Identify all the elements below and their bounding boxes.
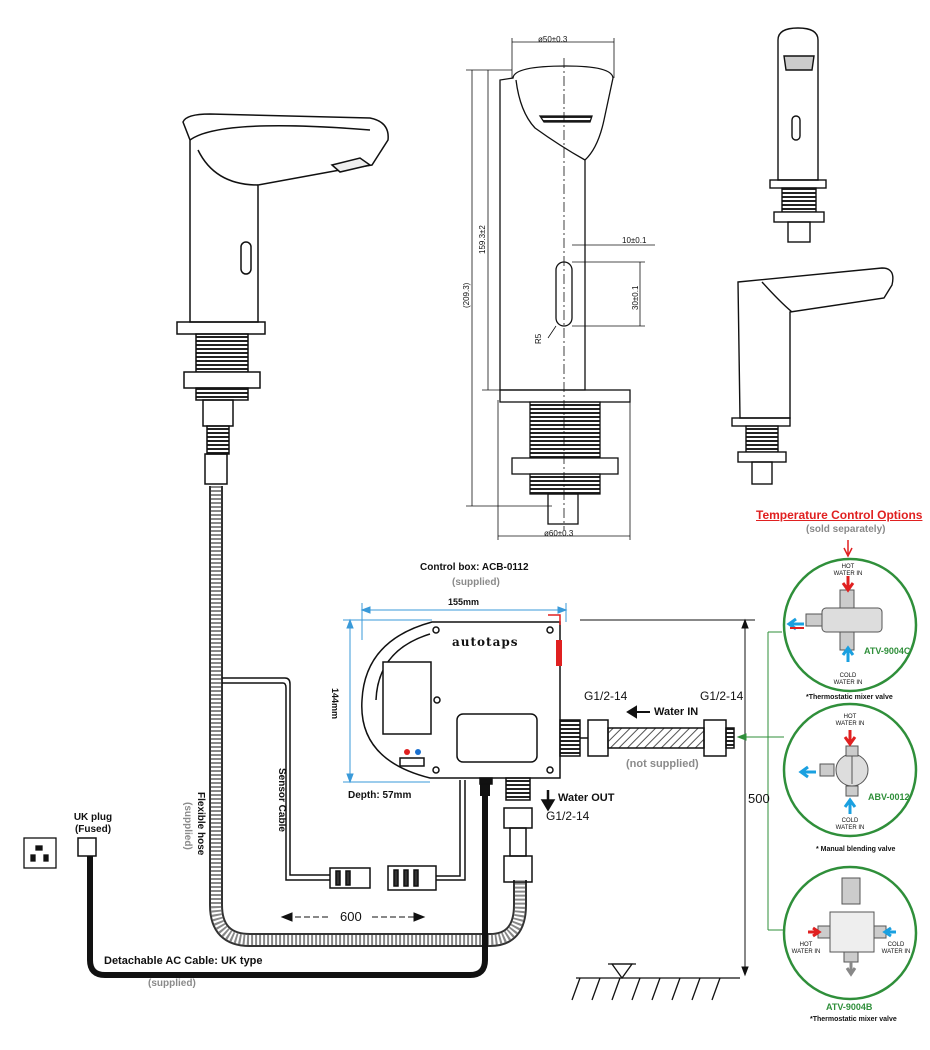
thread-label-left: G1/2-14 <box>584 689 628 703</box>
ac-cable <box>77 784 490 978</box>
water-out-connector <box>503 790 556 883</box>
tap-side-view <box>731 267 894 485</box>
atv9004b-cold-sub: WATER IN <box>881 949 911 955</box>
brand-logo-text: autotaps <box>452 635 519 649</box>
flexible-hose-label: Flexible hose <box>195 792 206 856</box>
sensor-width-label: 10±0.1 <box>622 236 647 245</box>
uk-plug-fused-label: (Fused) <box>74 824 112 835</box>
top-diameter-label: ø50±0.3 <box>538 35 568 44</box>
not-supplied-label: (not supplied) <box>626 758 699 770</box>
sensor-cable-label: Sensor Cable <box>276 768 287 832</box>
temperature-options-subtitle: (sold separately) <box>806 524 886 535</box>
control-box-dimensions <box>343 603 568 784</box>
tap-technical-drawing <box>466 38 655 540</box>
abv0012-hot-sub: WATER IN <box>835 721 865 727</box>
ac-cable-supplied: (supplied) <box>148 978 196 989</box>
uk-plug-label: UK plug <box>73 812 113 823</box>
abv0012-caption: * Manual blending valve <box>816 846 896 853</box>
title-arrow <box>843 540 853 558</box>
sensor-cable <box>222 677 466 891</box>
height-500-label: 500 <box>748 791 770 806</box>
water-in-label: Water IN <box>654 706 699 718</box>
total-height-label: (209.3) <box>462 282 471 308</box>
thread-label-bottom: G1/2-14 <box>546 809 590 823</box>
atv9004b-model: ATV-9004B <box>826 1002 873 1012</box>
option-circle-abv-0012 <box>782 702 918 838</box>
control-box-height: 144mm <box>330 688 340 720</box>
atv9004c-hot-sub: WATER IN <box>833 571 863 577</box>
abv0012-model: ABV-0012 <box>868 792 910 802</box>
control-box-supplied: (supplied) <box>452 577 500 588</box>
temperature-options-title: Temperature Control Options <box>756 508 923 522</box>
ac-cable-label: Detachable AC Cable: UK type <box>104 955 263 967</box>
abv0012-cold: COLD <box>841 818 859 824</box>
flexible-hose-supplied: (supplied) <box>182 802 193 850</box>
tap-perspective-drawing <box>176 113 389 485</box>
water-out-label: Water OUT <box>558 792 615 804</box>
atv9004c-model: ATV-9004C <box>864 646 911 656</box>
bottom-diameter-label: ø60±0.3 <box>544 529 574 538</box>
abv0012-cold-sub: WATER IN <box>835 825 865 831</box>
control-box-drawing <box>361 614 581 801</box>
tap-front-view <box>769 27 827 243</box>
ground-symbol <box>571 963 740 1001</box>
atv9004b-hot-sub: WATER IN <box>791 949 821 955</box>
water-in-hose <box>580 719 735 757</box>
flexible-hose <box>209 486 527 947</box>
atv9004c-hot: HOT <box>841 564 855 570</box>
dimension-500 <box>580 618 755 977</box>
temperature-options-bracket <box>736 631 784 931</box>
abv0012-hot: HOT <box>843 714 857 720</box>
option-circle-atv-9004b <box>782 865 918 1001</box>
radius-label: R5 <box>534 333 543 344</box>
body-height-label: 159.3±2 <box>478 225 487 254</box>
atv9004b-caption: *Thermostatic mixer valve <box>810 1016 897 1023</box>
atv9004c-cold-sub: WATER IN <box>833 680 863 686</box>
atv9004c-caption: *Thermostatic mixer valve <box>806 694 893 701</box>
length-600-label: 600 <box>340 909 362 924</box>
option-circle-atv-9004c <box>782 557 918 693</box>
atv9004b-hot: HOT <box>799 942 813 948</box>
sensor-height-label: 30±0.1 <box>631 285 640 310</box>
atv9004c-cold: COLD <box>839 673 857 679</box>
thread-label-right: G1/2-14 <box>700 689 744 703</box>
control-box-title: Control box: ACB-0112 <box>420 562 529 573</box>
water-in-arrow <box>626 705 650 719</box>
control-box-width: 155mm <box>448 597 480 607</box>
atv9004b-cold: COLD <box>887 942 905 948</box>
control-box-depth: Depth: 57mm <box>348 790 412 801</box>
dimension-600 <box>280 912 426 922</box>
uk-socket-icon <box>23 837 57 869</box>
